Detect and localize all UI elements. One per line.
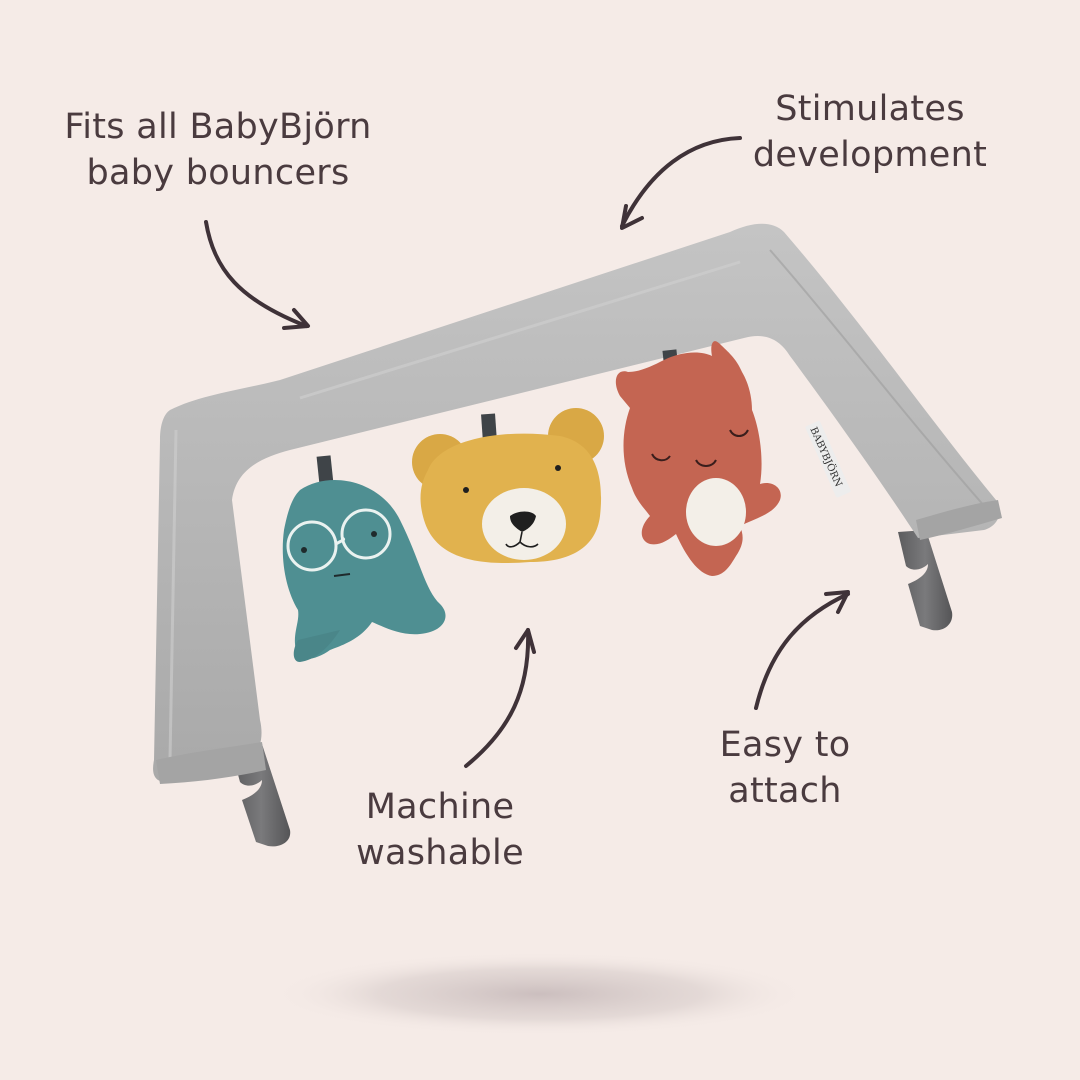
callout-easy-to-attach: Easy to attach (690, 722, 880, 814)
callout-text: baby bouncers (86, 153, 350, 193)
floor-shadow (270, 952, 810, 1036)
brand-tag-text: BABYBJÖRN (807, 425, 844, 489)
callout-stimulates-development: Stimulates development (740, 86, 1000, 178)
right-clip (898, 530, 953, 631)
arrow-attach (754, 590, 850, 710)
toy-bar (153, 223, 1002, 784)
brand-tag: BABYBJÖRN (805, 420, 851, 498)
yellow-bear-toy (412, 408, 604, 564)
callout-text: Easy to (719, 725, 851, 765)
strap-teal (316, 455, 334, 487)
arrow-washable (464, 628, 536, 768)
callout-text: Stimulates (775, 89, 965, 129)
teal-creature-toy (282, 480, 446, 662)
arrow-stimulates (620, 136, 742, 230)
callout-fits-all-bouncers: Fits all BabyBjörn baby bouncers (58, 104, 378, 196)
callout-text: Fits all BabyBjörn (64, 107, 372, 147)
callout-machine-washable: Machine washable (340, 784, 540, 876)
callout-text: washable (356, 833, 524, 873)
red-creature-toy (615, 341, 781, 576)
callout-text: Machine (365, 787, 515, 827)
callout-text: development (752, 135, 988, 175)
strap-bear (481, 413, 497, 443)
callout-text: attach (728, 771, 842, 811)
arrow-fits (204, 220, 310, 330)
